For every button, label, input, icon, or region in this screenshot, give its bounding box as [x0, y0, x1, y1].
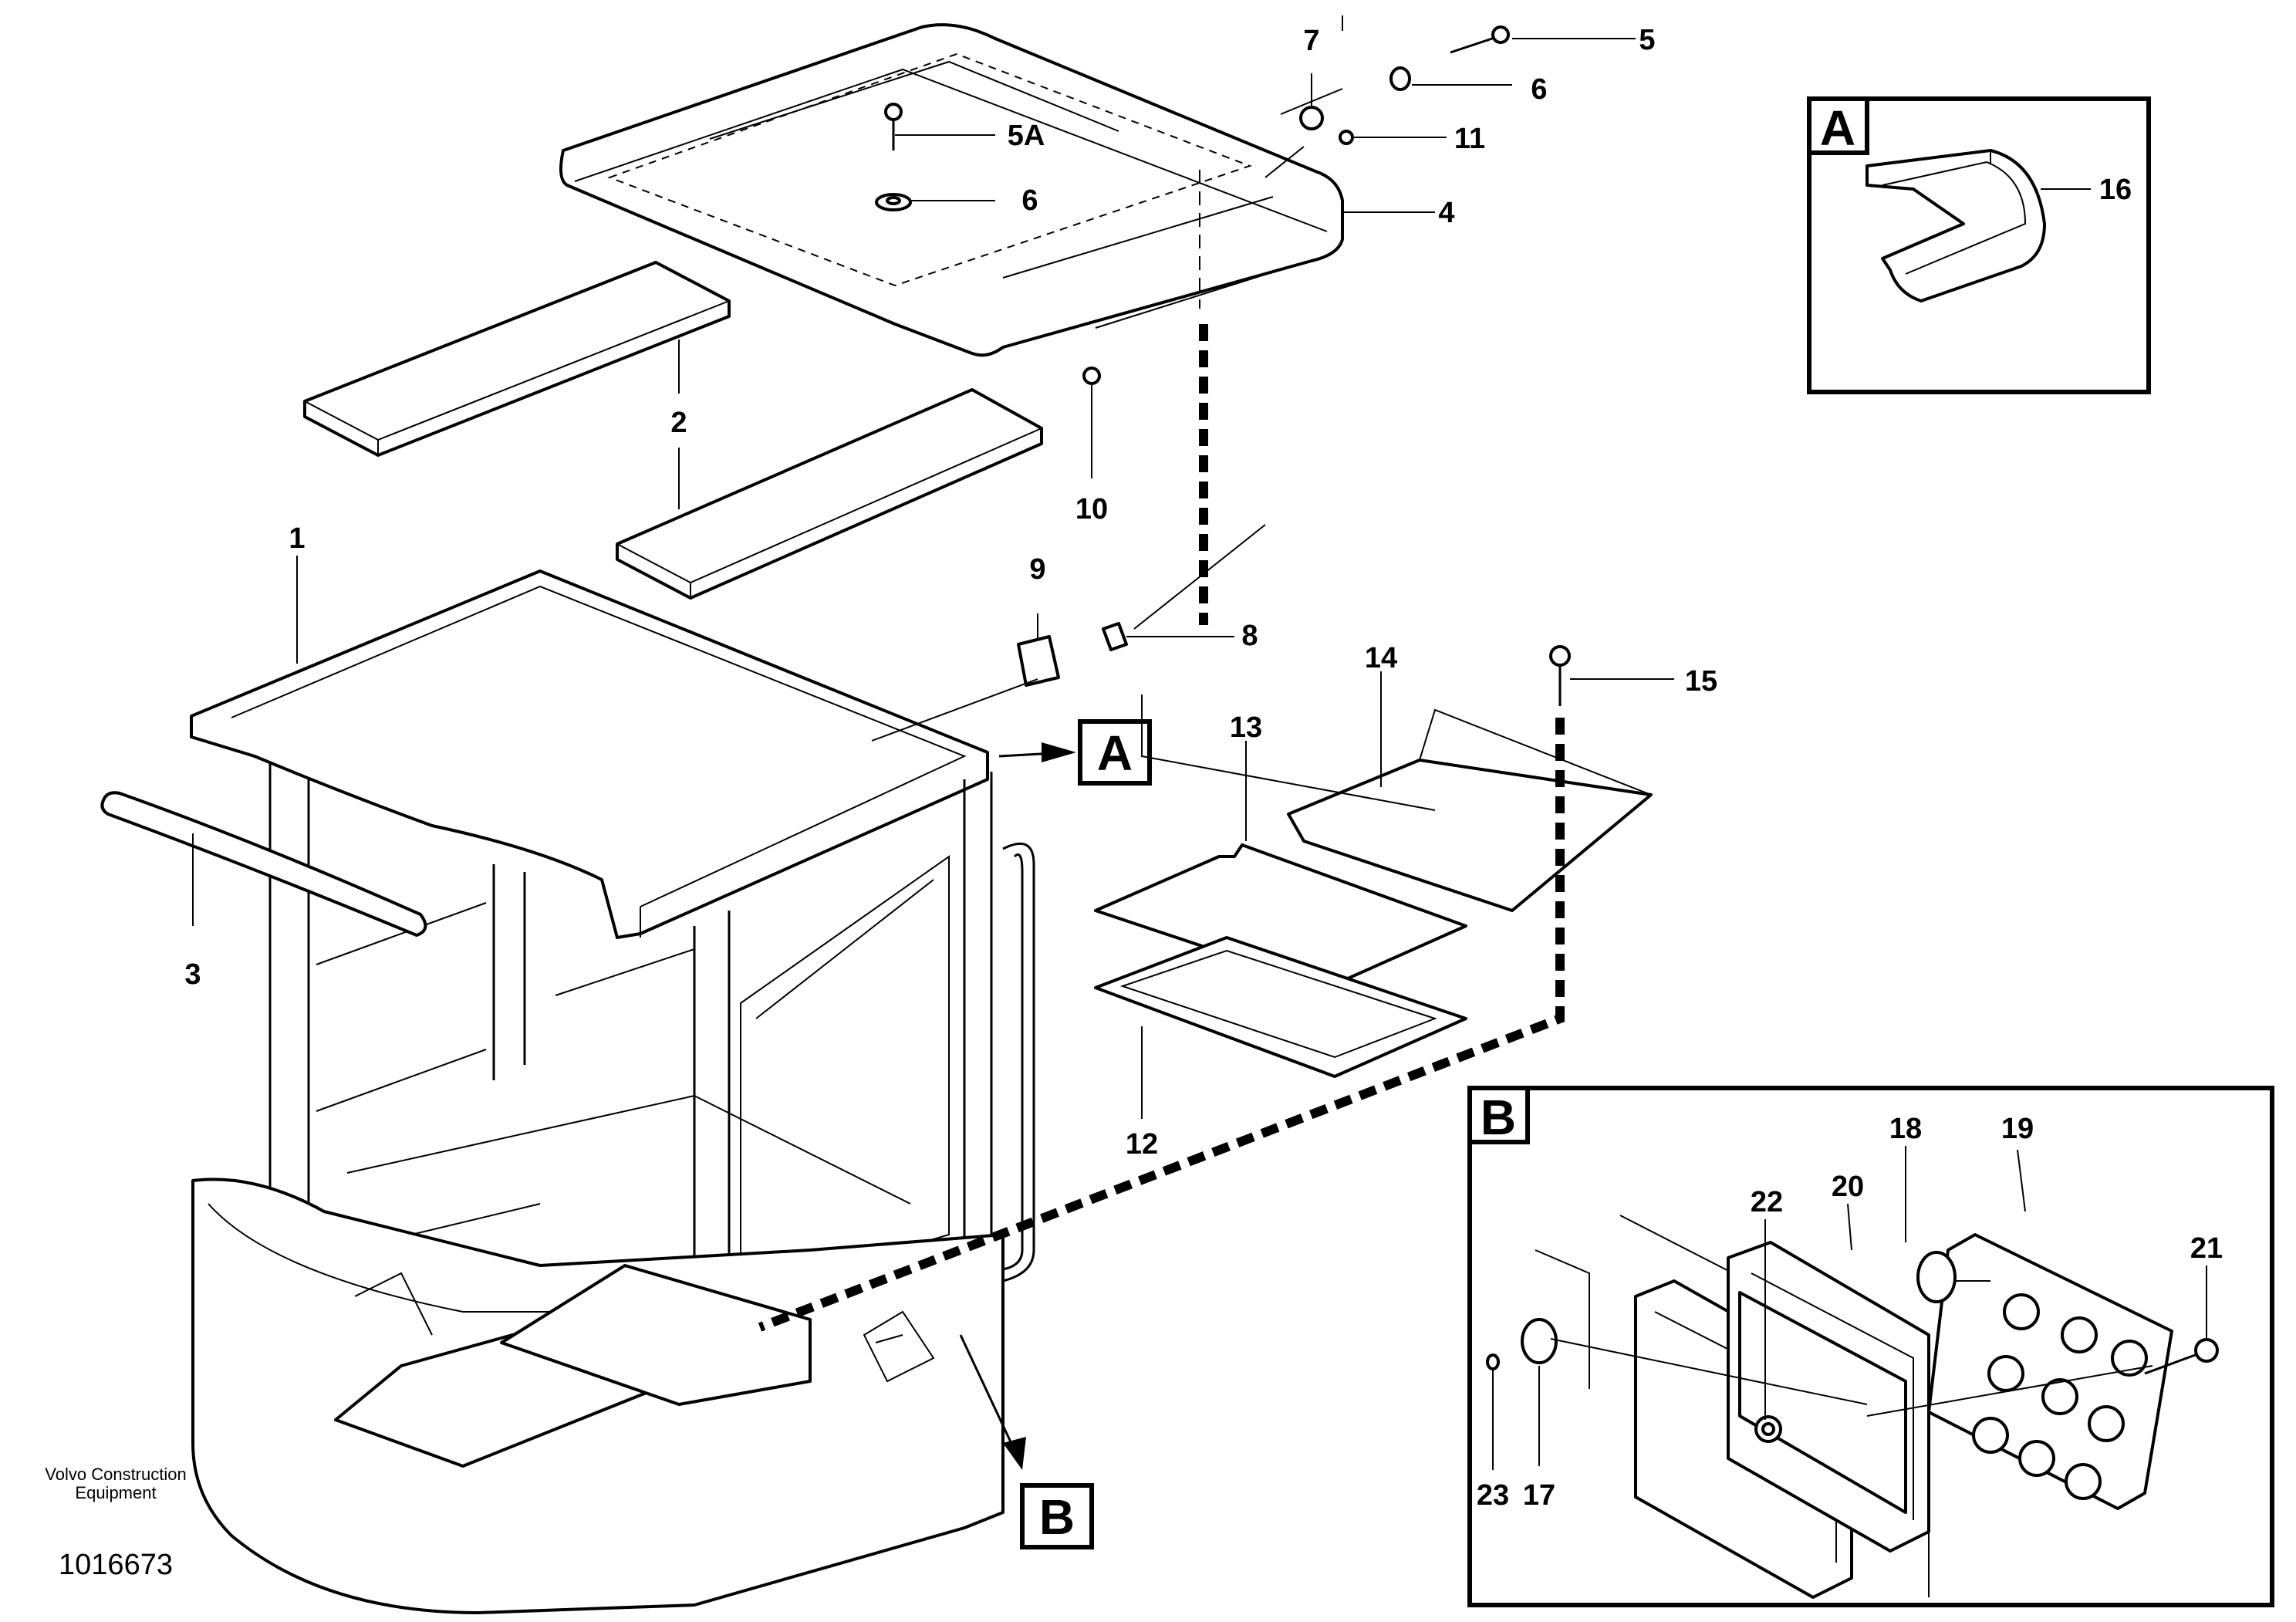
- svg-text:B: B: [1481, 1090, 1516, 1145]
- floor-plates: [1094, 708, 1653, 1078]
- callout-19: 19: [2001, 1113, 2034, 1145]
- callout-20: 20: [1832, 1171, 1864, 1203]
- callout-2: 2: [670, 407, 687, 439]
- leader-lines: [192, 15, 1674, 1470]
- callout-7: 7: [1303, 25, 1319, 57]
- callout-22: 22: [1751, 1186, 1783, 1218]
- view-marker-a: A: [1078, 719, 1152, 786]
- callout-10: 10: [1075, 493, 1108, 525]
- footer: Volvo Construction Equipment 1016673: [45, 1465, 186, 1581]
- callout-18: 18: [1889, 1113, 1922, 1145]
- callout-17: 17: [1523, 1479, 1555, 1512]
- figure-id: 1016673: [59, 1549, 173, 1581]
- callout-labels: 1 2 3 4 5 5A 6 6 7 8 9 10 11 12 13 14 15…: [184, 24, 2223, 1512]
- svg-text:A: A: [1820, 100, 1855, 156]
- detail-view-a: A: [1807, 96, 2151, 394]
- publisher-line-1: Volvo Construction: [45, 1465, 186, 1484]
- detail-view-b: B: [1467, 1086, 2274, 1607]
- callout-6-mid: 6: [1021, 184, 1038, 217]
- callout-14: 14: [1365, 642, 1397, 674]
- callout-13: 13: [1230, 711, 1262, 744]
- callout-6-top: 6: [1531, 73, 1547, 106]
- callout-3: 3: [184, 958, 201, 991]
- cab-frame: [190, 569, 1035, 1614]
- callout-21: 21: [2190, 1232, 2223, 1265]
- svg-text:B: B: [1039, 1489, 1075, 1545]
- roof-cover: [559, 23, 1344, 357]
- svg-text:A: A: [1097, 725, 1133, 781]
- callout-8: 8: [1241, 620, 1258, 652]
- callout-5: 5: [1639, 24, 1655, 56]
- callout-16: 16: [2099, 174, 2132, 206]
- callout-12: 12: [1126, 1128, 1158, 1161]
- callout-15: 15: [1685, 665, 1717, 698]
- insulation-pads: [303, 261, 1043, 600]
- callout-4: 4: [1438, 197, 1454, 229]
- seal-strip: [100, 791, 427, 937]
- callout-11: 11: [1454, 123, 1485, 155]
- callout-9: 9: [1029, 553, 1045, 586]
- callout-23: 23: [1477, 1479, 1509, 1512]
- callout-5a: 5A: [1008, 120, 1045, 152]
- callout-1: 1: [289, 522, 305, 555]
- publisher-line-2: Equipment: [75, 1483, 156, 1502]
- view-marker-b: B: [1020, 1483, 1094, 1549]
